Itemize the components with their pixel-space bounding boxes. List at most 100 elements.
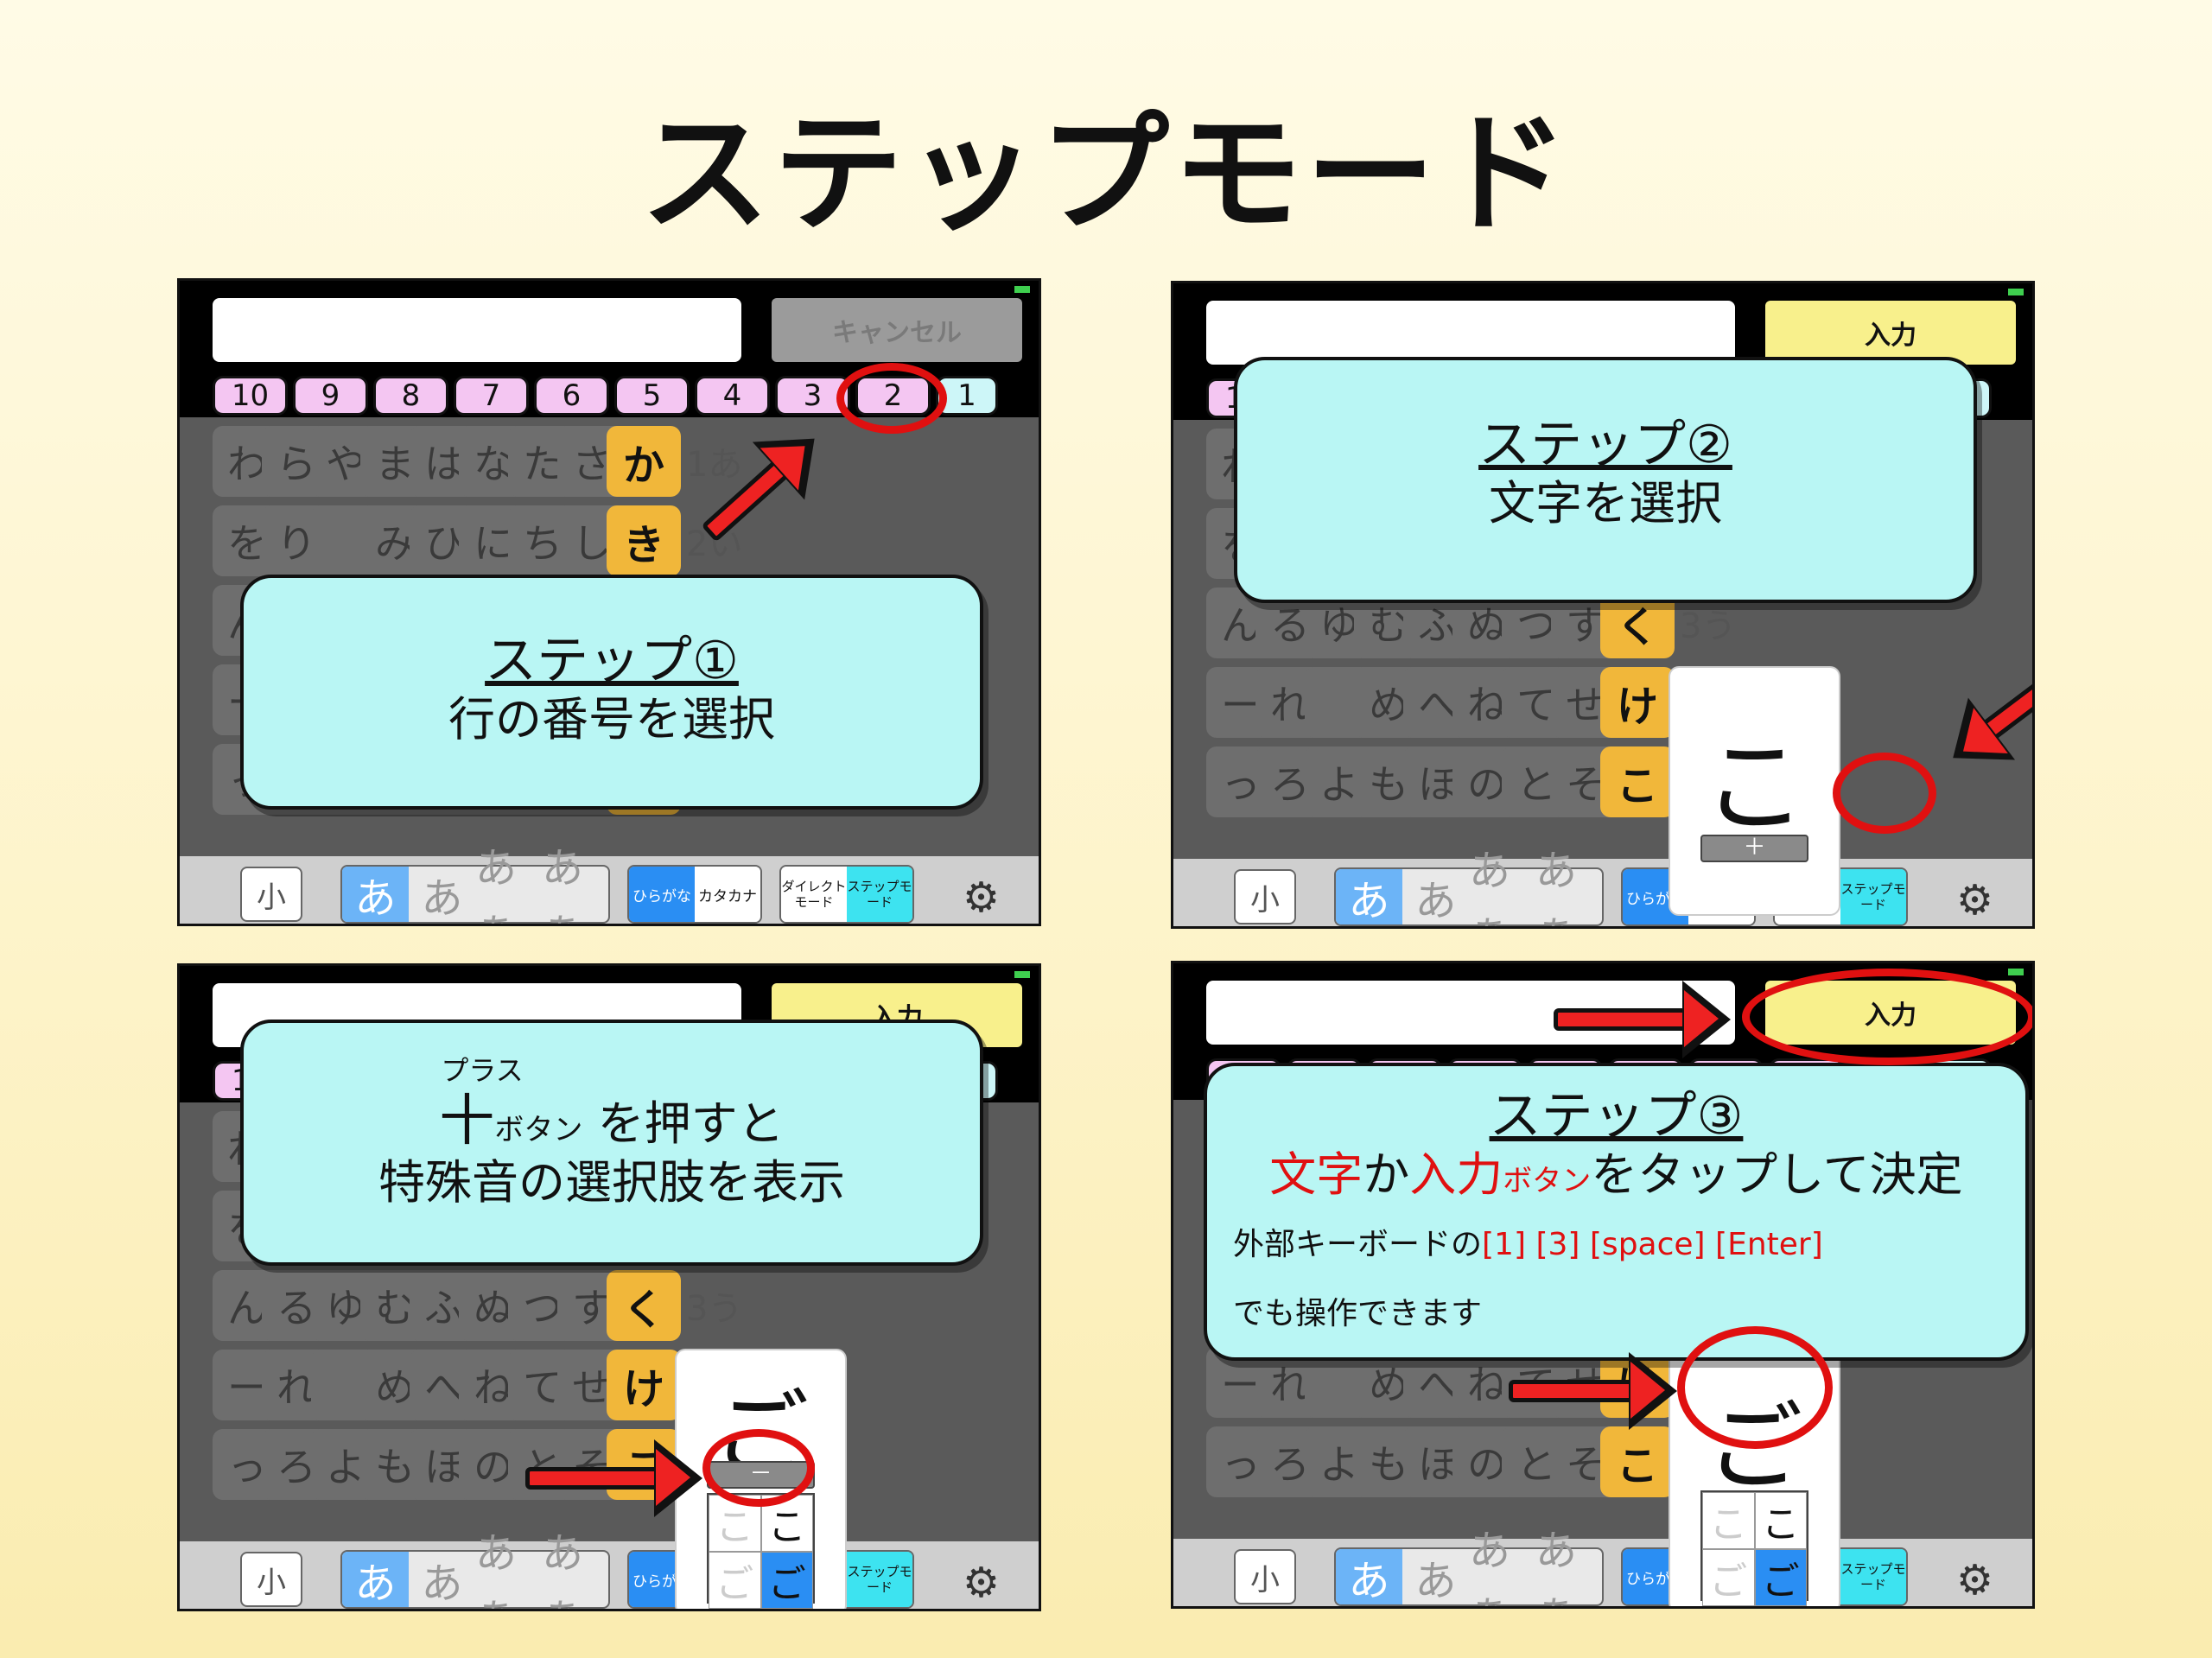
step-mode-option[interactable]: ステップモード bbox=[847, 1552, 912, 1607]
mode-toggle[interactable]: ダイレクトモードステップモード bbox=[779, 865, 914, 924]
step-mode-option[interactable]: ステップモード bbox=[1840, 869, 1906, 924]
text-field[interactable] bbox=[213, 298, 741, 362]
script-toggle[interactable]: ひらがなカタカナ bbox=[627, 865, 762, 924]
kana-style-option[interactable]: あぁ bbox=[542, 844, 584, 924]
voiced-option[interactable]: こ bbox=[1754, 1492, 1807, 1549]
kana-style-option[interactable]: あ bbox=[1414, 877, 1457, 925]
kana-style-option[interactable]: あ bbox=[421, 874, 463, 923]
kana-style-selector[interactable]: あああぁあぁ bbox=[340, 844, 610, 924]
kana-style-option[interactable]: あぁ bbox=[475, 844, 518, 924]
bottom-toolbar: 小あああぁあぁひらがなカタカナダイレクトモードステップモード⚙ bbox=[1173, 1527, 2032, 1606]
step-mode-option[interactable]: ステップモード bbox=[847, 867, 912, 922]
ka-row-key[interactable]: き bbox=[607, 505, 681, 576]
row-number-button[interactable]: 10 bbox=[213, 376, 288, 416]
kana-style-option[interactable]: あぁ bbox=[1535, 847, 1578, 926]
row-vowel-label: 1あ bbox=[686, 445, 743, 485]
voiced-option[interactable]: ご bbox=[709, 1552, 761, 1609]
ka-row-key[interactable]: こ bbox=[1600, 1426, 1675, 1497]
step1-text: 行の番号を選択 bbox=[448, 692, 775, 746]
nyuryoku-word: 入力 bbox=[1409, 1147, 1503, 1202]
step4-rest: をタップして決定 bbox=[1591, 1147, 1963, 1202]
voiced-option[interactable]: ご bbox=[1754, 1549, 1807, 1606]
kana-style-option[interactable]: あ bbox=[1336, 1549, 1402, 1605]
kb-suffix: でも操作できます bbox=[1233, 1295, 1483, 1331]
gear-icon[interactable]: ⚙ bbox=[1956, 1556, 1994, 1604]
gear-icon[interactable]: ⚙ bbox=[963, 873, 1001, 922]
battery-icon bbox=[1014, 286, 1030, 293]
step2-text: 文字を選択 bbox=[1489, 476, 1722, 530]
small-kana-button[interactable]: 小 bbox=[240, 1552, 302, 1607]
gear-icon[interactable]: ⚙ bbox=[1956, 876, 1994, 924]
highlight-ring bbox=[702, 1429, 815, 1507]
kana-style-option[interactable]: あ bbox=[342, 867, 409, 923]
kb-prefix: 外部キーボードの bbox=[1233, 1226, 1483, 1262]
row-number-button[interactable]: 7 bbox=[454, 376, 529, 416]
kana-style-option[interactable]: あ bbox=[1414, 1557, 1457, 1605]
plus-button[interactable]: ＋ bbox=[1700, 835, 1808, 862]
ka-row-key[interactable]: け bbox=[1600, 667, 1675, 738]
botan-word: ボタン bbox=[1503, 1164, 1592, 1198]
small-kana-button[interactable]: 小 bbox=[240, 867, 302, 922]
kana-style-option[interactable]: あぁ bbox=[1469, 1527, 1511, 1606]
popup-char: こ bbox=[1702, 727, 1807, 848]
ka-row-key[interactable]: こ bbox=[1600, 746, 1675, 817]
gear-icon[interactable]: ⚙ bbox=[963, 1559, 1001, 1607]
ka-row-key[interactable]: け bbox=[607, 1350, 681, 1420]
moji-word: 文字 bbox=[1269, 1147, 1363, 1202]
kana-key[interactable]: る bbox=[262, 1270, 331, 1341]
kana-style-option[interactable]: あぁ bbox=[475, 1529, 518, 1609]
battery-icon bbox=[2008, 969, 2024, 975]
highlight-ring bbox=[836, 363, 947, 434]
kana-style-selector[interactable]: あああぁあぁ bbox=[340, 1529, 610, 1609]
text-field[interactable] bbox=[1206, 301, 1735, 365]
kana-style-selector[interactable]: あああぁあぁ bbox=[1334, 1527, 1604, 1606]
direct-mode-option[interactable]: ダイレクトモード bbox=[781, 867, 847, 922]
small-kana-button[interactable]: 小 bbox=[1234, 1549, 1296, 1604]
highlight-ring bbox=[1742, 969, 2032, 1065]
kana-style-selector[interactable]: あああぁあぁ bbox=[1334, 847, 1604, 926]
voiced-option[interactable]: ご bbox=[1702, 1549, 1755, 1606]
kana-style-option[interactable]: あぁ bbox=[1535, 1527, 1578, 1606]
kana-style-option[interactable]: あぁ bbox=[542, 1529, 584, 1609]
bottom-toolbar: 小あああぁあぁひらがなカタカナダイレクトモードステップモード⚙ bbox=[180, 1529, 1039, 1609]
highlight-ring bbox=[1833, 753, 1936, 834]
kana-style-option[interactable]: あ bbox=[1336, 869, 1402, 925]
kana-style-option[interactable]: あ bbox=[342, 1552, 409, 1608]
enter-button[interactable]: 入力 bbox=[1765, 301, 2016, 365]
row-number-button[interactable]: 4 bbox=[695, 376, 770, 416]
row-vowel-label: 3う bbox=[686, 1289, 743, 1329]
voiced-option[interactable]: ご bbox=[760, 1552, 813, 1609]
battery-icon bbox=[2008, 289, 2024, 295]
battery-icon bbox=[1014, 971, 1030, 978]
arrow-icon bbox=[1554, 981, 1731, 1058]
row-number-button[interactable]: 8 bbox=[373, 376, 448, 416]
kana-style-option[interactable]: あぁ bbox=[1469, 847, 1511, 926]
row-number-button[interactable]: 6 bbox=[534, 376, 609, 416]
ka-row-key[interactable]: く bbox=[607, 1270, 681, 1341]
step2-callout: ステップ② 文字を選択 bbox=[1234, 357, 1977, 603]
kana-style-option[interactable]: あ bbox=[421, 1560, 463, 1608]
ka-row-key[interactable]: か bbox=[607, 426, 681, 497]
katakana-option[interactable]: カタカナ bbox=[695, 867, 760, 922]
step-mode-option[interactable]: ステップモード bbox=[1840, 1549, 1906, 1604]
hiragana-option[interactable]: ひらがな bbox=[629, 867, 695, 922]
row-number-button[interactable]: 9 bbox=[293, 376, 368, 416]
small-kana-button[interactable]: 小 bbox=[1234, 869, 1296, 924]
row-number-button[interactable]: 5 bbox=[614, 376, 690, 416]
step1-callout: ステップ① 行の番号を選択 bbox=[240, 575, 983, 810]
plus-symbol: 十 bbox=[439, 1089, 495, 1153]
char-popup: こ ＋ bbox=[1670, 668, 1839, 914]
voiced-option[interactable]: こ bbox=[1702, 1492, 1755, 1549]
voiced-options: ここごご bbox=[707, 1493, 815, 1609]
highlight-ring bbox=[1677, 1326, 1833, 1449]
cancel-button[interactable]: キャンセル bbox=[772, 298, 1022, 362]
step4-heading: ステップ③ bbox=[1489, 1086, 1744, 1147]
voiced-option[interactable]: こ bbox=[709, 1495, 761, 1552]
step2-heading: ステップ② bbox=[1478, 415, 1732, 475]
bottom-toolbar: 小あああぁあぁひらがなカタカナダイレクトモードステップモード⚙ bbox=[180, 844, 1039, 924]
